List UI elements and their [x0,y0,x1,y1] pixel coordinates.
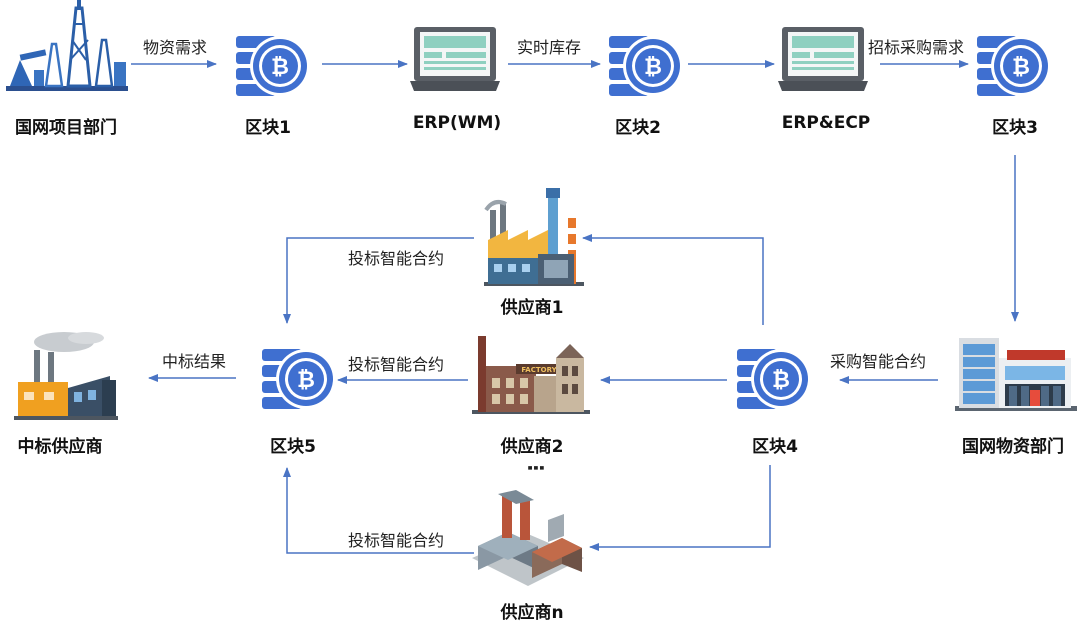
node-label-sgcc-material: 国网物资部门 [962,437,1064,457]
laptop-icon-erpecp [778,27,868,91]
factory-icon-supplier1 [484,188,584,286]
blockchain-icon-block2 [609,36,683,96]
blockchain-icon-block5 [262,349,336,409]
node-label-sgcc-project: 国网项目部门 [15,118,117,138]
edge-label-material-demand: 物资需求 [143,38,208,57]
node-label-supplier2: 供应商2 [500,437,564,457]
node-label-block1: 区块1 [245,118,291,138]
node-label-supplier-n: 供应商n [500,603,564,623]
node-label-block2: 区块2 [615,118,661,138]
factory-icon-suppliern [472,490,584,586]
ellipsis: ⋮ [524,458,548,478]
node-label-block4: 区块4 [752,437,798,457]
node-label-erp-ecp: ERP&ECP [781,113,871,133]
edge-label-bid-contract-1: 投标智能合约 [348,249,445,268]
edge-suppliern-to-block5 [283,467,474,554]
edge-block4-to-supplier1 [582,234,764,325]
blockchain-icon-block3 [977,36,1051,96]
node-label-block3: 区块3 [992,118,1038,138]
edge-label-bid-contract-n: 投标智能合约 [348,531,445,550]
office-building-icon [955,338,1077,411]
laptop-icon-erpwm [410,27,500,91]
blockchain-icon-block1 [236,36,310,96]
power-plant-icon [14,332,118,420]
edge-label-bid-contract-2: 投标智能合约 [348,355,445,374]
oil-rig-icon [6,0,128,91]
node-label-supplier1: 供应商1 [500,298,564,318]
edge-label-bid-result: 中标结果 [162,352,227,371]
node-label-block5: 区块5 [270,437,316,457]
node-label-erp-wm: ERP(WM) [412,113,502,133]
edges [131,60,1019,554]
edge-supplier1-to-block5 [283,237,474,324]
svg-text:FACTORY: FACTORY [521,366,557,374]
blockchain-icon-block4 [737,349,811,409]
edge-label-tender-procurement-demand: 招标采购需求 [868,38,965,57]
node-label-winning-supplier: 中标供应商 [17,437,103,457]
edge-label-realtime-inventory: 实时库存 [517,38,582,57]
factory-icon-supplier2: FACTORY [472,336,590,414]
edge-block4-to-suppliern [589,465,771,551]
edge-label-procurement-contract: 采购智能合约 [830,352,927,371]
